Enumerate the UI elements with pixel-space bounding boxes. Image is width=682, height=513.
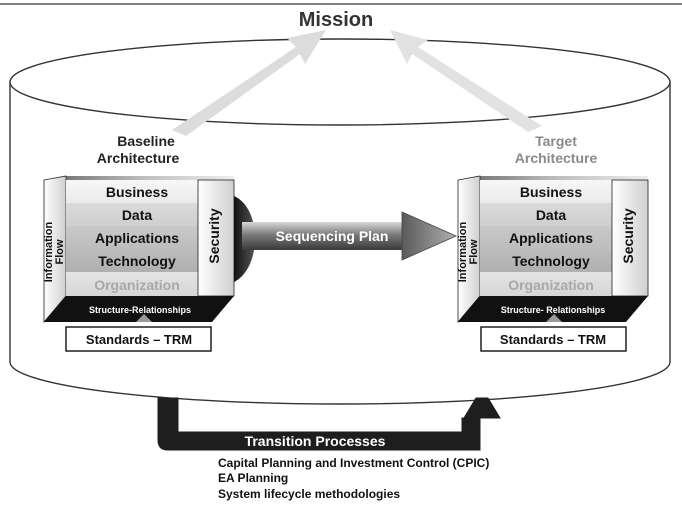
target-layer-data (480, 203, 612, 226)
target-info-flow-line2: Flow (468, 239, 480, 264)
target-label-line2: Architecture (515, 150, 598, 166)
transition-label: Transition Processes (245, 433, 386, 449)
target-layer-organization (480, 272, 612, 296)
baseline-standards-connector (136, 314, 152, 322)
baseline-security-face (197, 179, 235, 297)
sequencing-plan-label: Sequencing Plan (276, 228, 389, 244)
baseline-layer-label: Data (122, 207, 153, 223)
transition-arrow (157, 397, 501, 451)
baseline-label-line2: Architecture (97, 150, 180, 166)
baseline-layer-organization (66, 272, 198, 296)
baseline-structure-bar (44, 296, 234, 322)
target-layer-label: Data (536, 207, 567, 223)
baseline-layer-label: Applications (95, 230, 179, 246)
target-layer-business (480, 180, 612, 203)
baseline-standards-box (65, 326, 212, 352)
target-layer-label: Organization (508, 277, 594, 293)
transition-item: Capital Planning and Investment Control … (218, 456, 489, 470)
baseline-info-flow-line1: Information (43, 221, 55, 282)
target-layer-applications (480, 226, 612, 249)
baseline-label-line1: Baseline (117, 133, 175, 149)
target-structure-bar (458, 296, 648, 322)
baseline-layer-label: Business (106, 184, 168, 200)
target-standards-label: Standards – TRM (500, 332, 606, 347)
target-standards-connector (546, 314, 562, 322)
baseline-structure-label: Structure-Relationships (89, 305, 191, 315)
transition-item: System lifecycle methodologies (218, 487, 400, 501)
baseline-layer-data (66, 203, 198, 226)
mission-arrows (172, 30, 542, 136)
target-label-line1: Target (535, 133, 577, 149)
baseline-info-flow-line2: Flow (54, 239, 66, 264)
baseline-layer-label: Organization (94, 277, 180, 293)
target-info-flow-line1: Information (457, 221, 469, 282)
baseline-layer-applications (66, 226, 198, 249)
target-standards-box (480, 326, 627, 352)
baseline-layer-business (66, 180, 198, 203)
target-layer-label: Applications (509, 230, 593, 246)
target-layer-label: Technology (512, 253, 590, 269)
mission-title: Mission (299, 9, 373, 31)
sequencing-plan-arrow (242, 211, 457, 261)
baseline-layer-technology (66, 249, 198, 272)
baseline-stack (43, 175, 255, 324)
baseline-layer-label: Technology (98, 253, 176, 269)
target-security-face (611, 179, 649, 297)
baseline-standards-label: Standards – TRM (86, 332, 192, 347)
baseline-security-label: Security (206, 208, 222, 263)
transition-item: EA Planning (218, 471, 288, 485)
target-layer-label: Business (520, 184, 582, 200)
mission-arrow-right (390, 30, 542, 132)
target-structure-label: Structure- Relationships (501, 305, 606, 315)
target-security-label: Security (620, 208, 636, 263)
mission-arrow-left (172, 30, 326, 136)
target-stack (457, 175, 649, 324)
target-layer-technology (480, 249, 612, 272)
